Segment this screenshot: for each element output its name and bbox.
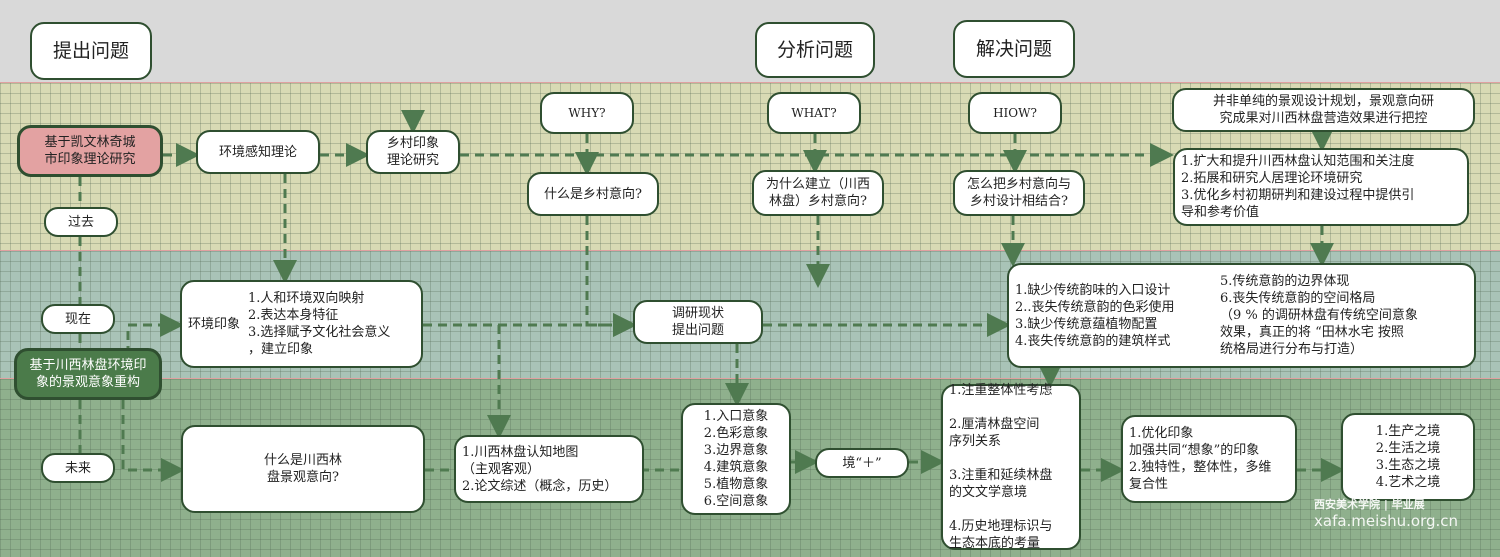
node-chuanxi: 基于川西林盘环境印 象的景观意象重构 bbox=[14, 348, 162, 400]
node-question-how: 怎么把乡村意向与 乡村设计相结合? bbox=[953, 170, 1085, 216]
node-perception: 环境感知理论 bbox=[196, 130, 320, 174]
node-question-why: 为什么建立（川西 林盘）乡村意向? bbox=[752, 170, 884, 216]
node-env-impression: 环境印象 1.人和环境双向映射 2.表达本身特征 3.选择赋予文化社会意义 ，建… bbox=[180, 280, 423, 368]
node-why: WHY? bbox=[540, 92, 634, 134]
node-realms: 1.生产之境 2.生活之境 3.生态之境 4.艺术之境 bbox=[1341, 413, 1475, 501]
problems-b: 5.传统意韵的边界体现 6.丧失传统意韵的空间格局 （9 % 的调研林盘有传统空… bbox=[1220, 274, 1418, 357]
node-goals: 1.扩大和提升川西林盘认知范围和关注度 2.拓展和研究人居理论环境研究 3.优化… bbox=[1173, 148, 1469, 226]
time-present: 现在 bbox=[41, 304, 115, 334]
env-label: 环境印象 bbox=[188, 316, 241, 332]
node-what: WHAT? bbox=[767, 92, 861, 134]
node-survey: 调研现状 提出问题 bbox=[633, 300, 763, 344]
node-control: 并非单纯的景观设计规划，景观意向研 究成果对川西林盘营造效果进行把控 bbox=[1172, 88, 1475, 132]
stage-propose: 提出问题 bbox=[30, 22, 152, 80]
watermark-logo: 西安美术学院 | 毕业展 bbox=[1314, 498, 1425, 511]
problems-a: 1.缺少传统韵味的入口设计 2..丧失传统意韵的色彩使用 3.缺少传统意蕴植物配… bbox=[1015, 282, 1175, 349]
node-how: HIOW? bbox=[968, 92, 1062, 134]
stage-analyze: 分析问题 bbox=[755, 22, 875, 78]
node-lynch: 基于凯文林奇城 市印象理论研究 bbox=[17, 125, 163, 177]
node-jing-plus: 境“＋” bbox=[815, 448, 909, 478]
node-principles: 1.注重整体性考虑 2.厘清林盘空间 序列关系 3.注重和延续林盘 的文文学意境… bbox=[941, 383, 1081, 551]
node-optimize: 1.优化印象 加强共同“想象”的印象 2.独特性，整体性，多维 复合性 bbox=[1121, 415, 1297, 503]
node-imagery: 1.入口意象 2.色彩意象 3.边界意象 4.建筑意象 5.植物意象 6.空间意… bbox=[681, 403, 791, 515]
node-methods: 1.川西林盘认知地图 （主观客观） 2.论文综述（概念，历史） bbox=[454, 435, 644, 503]
node-problems: 1.缺少传统韵味的入口设计 2..丧失传统意韵的色彩使用 3.缺少传统意蕴植物配… bbox=[1007, 263, 1476, 368]
watermark: 西安美术学院 | 毕业展 xafa.meishu.org.cn bbox=[1314, 496, 1458, 530]
stage-solve: 解决问题 bbox=[953, 20, 1075, 78]
env-items: 1.人和环境双向映射 2.表达本身特征 3.选择赋予文化社会意义 ，建立印象 bbox=[248, 291, 391, 357]
node-landscape-question: 什么是川西林 盘景观意向? bbox=[181, 425, 425, 513]
node-question-what: 什么是乡村意向? bbox=[527, 172, 659, 216]
node-rural-theory: 乡村印象 理论研究 bbox=[366, 130, 460, 174]
time-past: 过去 bbox=[44, 207, 118, 237]
watermark-url: xafa.meishu.org.cn bbox=[1314, 512, 1459, 530]
time-future: 未来 bbox=[41, 453, 115, 483]
